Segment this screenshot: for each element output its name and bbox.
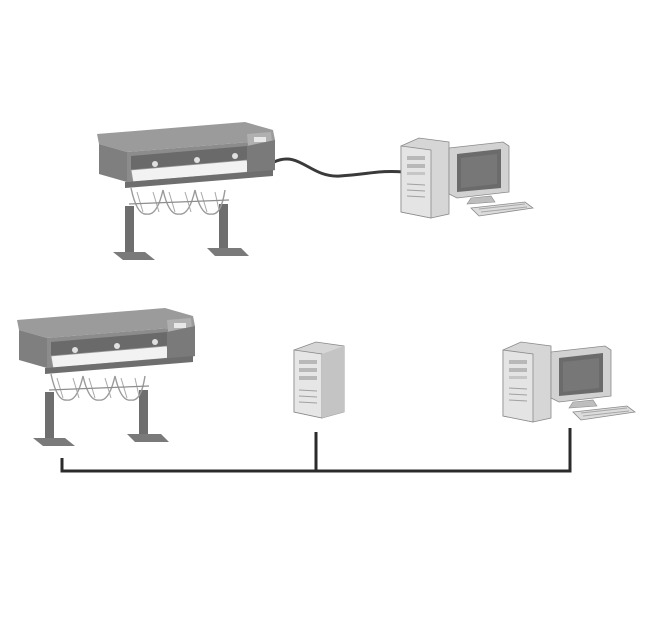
computer-icon xyxy=(502,341,636,423)
usb-cable xyxy=(273,157,405,178)
server-tower-icon xyxy=(293,341,345,419)
computer-icon xyxy=(400,137,534,219)
plotter-icon xyxy=(96,121,276,261)
plotter-icon xyxy=(16,307,196,447)
network-connection-group xyxy=(16,307,636,473)
direct-connection-group xyxy=(96,121,534,261)
